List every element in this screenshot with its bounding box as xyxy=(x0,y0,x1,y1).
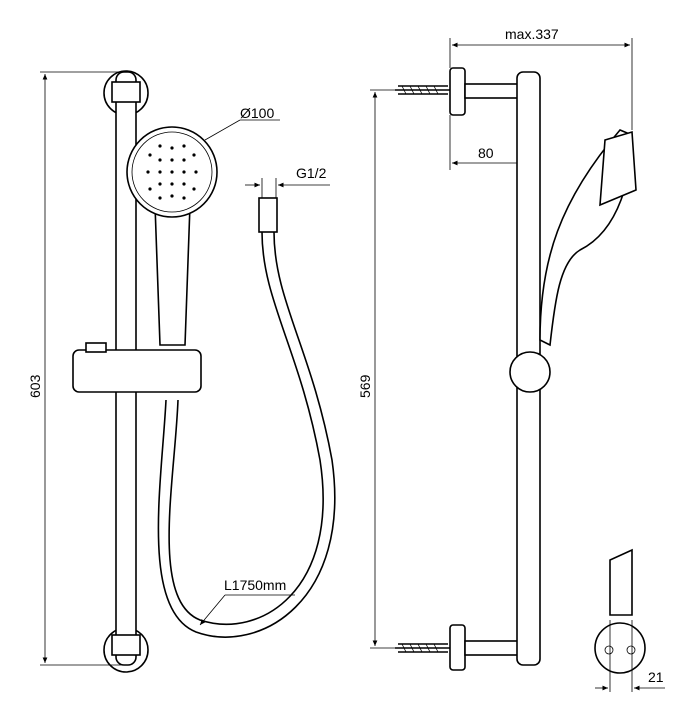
slider-side xyxy=(509,351,551,393)
hose-connector xyxy=(258,197,278,233)
rail-cap-bottom xyxy=(111,634,141,656)
rail-section xyxy=(609,548,633,616)
rail-detail: 21 xyxy=(594,548,665,692)
side-view: max.337 80 569 xyxy=(357,26,637,671)
dimension-label-max337: max.337 xyxy=(505,26,559,42)
dimension-diameter-100: Ø100 xyxy=(204,105,280,141)
dimension-label-hose: L1750mm xyxy=(224,577,286,593)
wall-screw-bottom xyxy=(395,643,450,653)
spray-face xyxy=(131,131,213,213)
slider xyxy=(72,349,202,393)
dimension-hose-length: L1750mm xyxy=(199,577,295,626)
dimension-g12: G1/2 xyxy=(245,165,330,198)
dimension-label-diameter: Ø100 xyxy=(240,105,274,121)
dimension-label-569: 569 xyxy=(357,374,373,398)
rail-cap-top xyxy=(111,81,141,103)
dimension-label-603: 603 xyxy=(27,374,43,398)
arm-top xyxy=(464,83,521,99)
hand-shower-handle xyxy=(154,204,191,346)
wall-plate-bottom xyxy=(449,624,466,671)
spray-nozzles xyxy=(146,144,198,200)
dimension-569: 569 xyxy=(357,89,400,649)
bracket-detail xyxy=(594,622,646,674)
hose xyxy=(168,231,324,625)
slider-button xyxy=(85,342,107,353)
dimension-label-21: 21 xyxy=(648,669,664,685)
dimension-label-80: 80 xyxy=(478,145,494,161)
dimension-80: 80 xyxy=(449,115,526,170)
dimension-label-g12: G1/2 xyxy=(296,165,327,181)
wall-screw-top xyxy=(395,85,450,95)
wall-plate-top xyxy=(449,67,466,116)
dimension-603: 603 xyxy=(27,71,125,666)
hose-outer xyxy=(157,231,336,638)
shower-head-face xyxy=(599,130,637,207)
arm-bottom xyxy=(464,640,521,656)
front-view: 603 Ø100 xyxy=(27,70,336,673)
dimension-max-337: max.337 xyxy=(449,26,633,130)
